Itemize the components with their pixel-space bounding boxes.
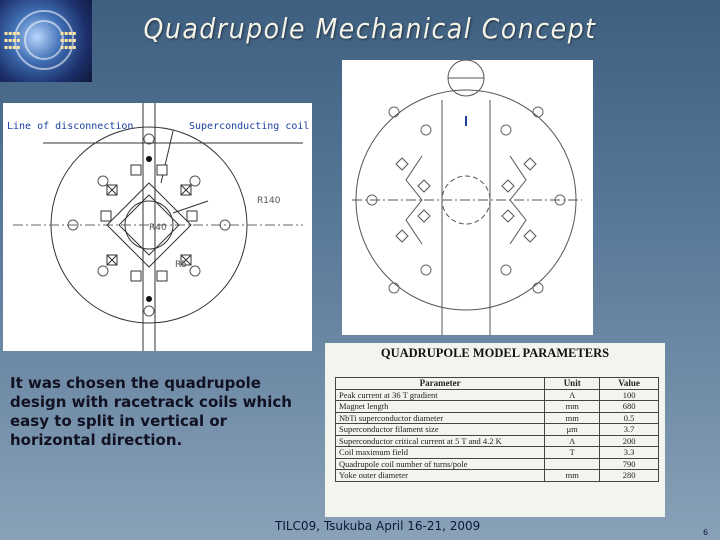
- header-parameter: Parameter: [334, 377, 546, 390]
- param-name: NbTi superconductor diameter: [334, 411, 546, 424]
- table-row: Quadrupole coil number of turns/pole 790: [334, 457, 659, 470]
- param-value: 790: [599, 457, 659, 470]
- header-unit: Unit: [544, 377, 601, 390]
- slide-title: Quadrupole Mechanical Concept: [143, 12, 597, 45]
- param-value: 3.3: [599, 446, 659, 459]
- param-name: Quadrupole coil number of turns/pole: [334, 457, 546, 470]
- parameters-table: Parameter Unit Value Peak current at 36 …: [334, 377, 659, 482]
- param-value: 100: [599, 388, 659, 401]
- label-r40: R40: [149, 223, 167, 233]
- param-value: 280: [599, 469, 659, 482]
- slide-caption: It was chosen the quadrupole design with…: [10, 374, 292, 449]
- conference-logo: ▪▪▪▪▪▪▪▪▪▪▪▪ ▪▪▪▪▪▪▪▪▪▪▪▪: [0, 0, 92, 82]
- param-name: Coil maximum field: [334, 446, 546, 459]
- param-unit: mm: [544, 469, 601, 482]
- param-unit: A: [544, 388, 601, 401]
- param-value: 200: [599, 434, 659, 447]
- param-unit: mm: [544, 400, 601, 413]
- param-name: Yoke outer diameter: [334, 469, 546, 482]
- parameters-table-panel: QUADRUPOLE MODEL PARAMETERS Parameter Un…: [325, 343, 665, 517]
- table-title: QUADRUPOLE MODEL PARAMETERS: [380, 346, 610, 360]
- label-superconducting-coil: Superconducting coil: [189, 121, 309, 132]
- label-r5: R5: [175, 260, 187, 270]
- param-unit: [544, 457, 601, 470]
- param-name: Superconductor filament size: [334, 423, 546, 436]
- param-unit: T: [544, 446, 601, 459]
- param-value: 0.5: [599, 411, 659, 424]
- table-header-row: Parameter Unit Value: [334, 377, 659, 390]
- slide-footer: TILC09, Tsukuba April 16-21, 2009: [275, 519, 481, 533]
- param-value: 680: [599, 400, 659, 413]
- param-name: Magnet length: [334, 400, 546, 413]
- param-name: Superconductor critical current at 5 T a…: [334, 434, 546, 447]
- header-value: Value: [599, 377, 659, 390]
- label-line-of-disconnection: Line of disconnection: [7, 121, 133, 132]
- param-name: Peak current at 36 T gradient: [334, 388, 546, 401]
- quadrupole-split-drawing: [342, 59, 593, 335]
- label-r140: R140: [257, 196, 281, 206]
- param-unit: μm: [544, 423, 601, 436]
- param-unit: A: [544, 434, 601, 447]
- param-value: 3.7: [599, 423, 659, 436]
- page-number: 6: [703, 528, 709, 537]
- table-row: Superconductor critical current at 5 T a…: [334, 434, 659, 447]
- param-unit: mm: [544, 411, 601, 424]
- quadrupole-cross-section-drawing: Line of disconnection Superconducting co…: [3, 103, 312, 351]
